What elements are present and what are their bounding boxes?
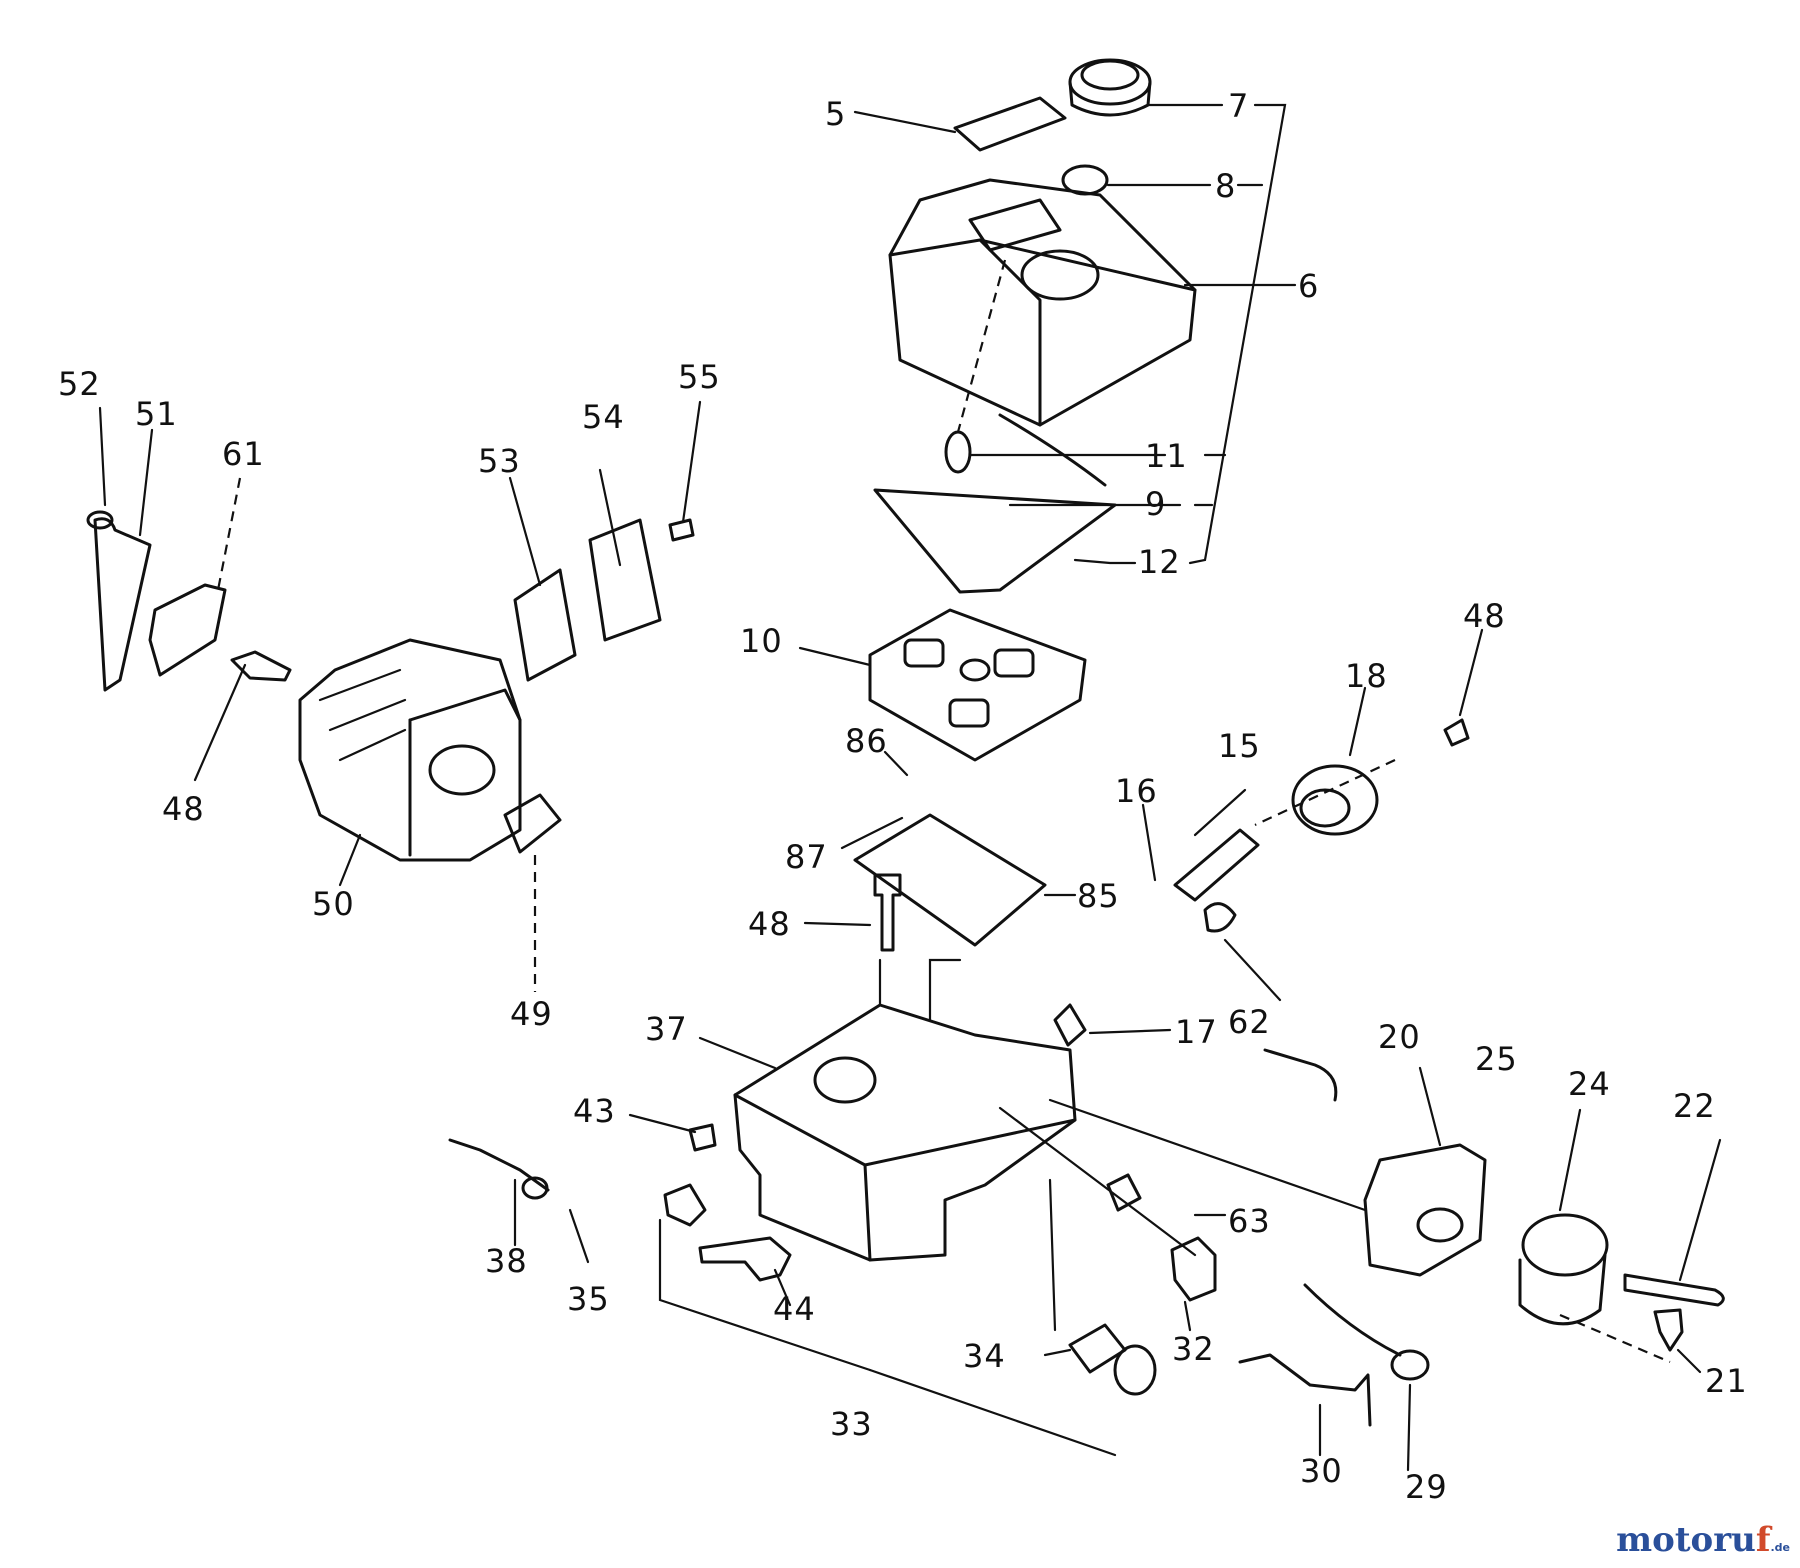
part-label: 52 [58,365,101,403]
part-label: 38 [485,1242,528,1280]
bolt-22-part [1623,1273,1725,1307]
part-label: 29 [1405,1468,1448,1506]
screw-43-part [688,1123,717,1152]
decal-plate-part [953,96,1067,152]
rod-30-part [1238,1353,1372,1427]
part-label: 16 [1115,772,1158,810]
bracket-arm-part [93,517,152,692]
watermark-logo: motoruf.de [1616,1520,1790,1560]
fuel-line-part [1263,1048,1338,1102]
switch-part [663,1183,707,1227]
part-label: 32 [1172,1330,1215,1368]
bolt-48-left-part [230,650,292,682]
part-label: 6 [1298,267,1319,305]
sleeve-part [1203,902,1237,933]
part-label: 50 [312,885,355,923]
part-label: 12 [1138,543,1181,581]
screw-55-part [668,518,695,542]
part-label: 8 [1215,167,1236,205]
part-label: 48 [162,790,205,828]
cover-gasket-part [873,488,1117,594]
bolt-52-part [86,510,114,530]
part-label: 55 [678,358,721,396]
part-label: 53 [478,442,521,480]
part-label: 21 [1705,1362,1748,1400]
part-label: 86 [845,722,888,760]
part-label: 33 [830,1405,873,1443]
muffler-gasket-part [503,793,562,854]
part-label: 54 [582,398,625,436]
part-label: 51 [135,395,178,433]
watermark-main: motoru [1616,1520,1756,1560]
part-label: 25 [1475,1040,1518,1078]
part-label: 44 [773,1290,816,1328]
part-label: 15 [1218,727,1261,765]
adjust-screw-part [1173,828,1260,902]
carburetor-part [1363,1143,1487,1277]
part-labels: 5 7 8 6 52 51 61 55 54 53 11 9 12 10 48 … [58,87,1748,1506]
part-label: 7 [1228,87,1249,125]
leader-lines [98,103,1722,1472]
spark-screen-part [513,568,577,682]
gasket-17-part [1053,1003,1087,1047]
part-label: 87 [785,838,828,876]
part-label: 10 [740,622,783,660]
chain-catcher-part [148,583,227,677]
part-label: 35 [567,1280,610,1318]
fuel-cap-part [1068,58,1152,117]
part-label: 24 [1568,1065,1611,1103]
part-label: 85 [1077,877,1120,915]
air-filter-part [868,608,1087,762]
part-label: 43 [573,1092,616,1130]
watermark-suffix: .de [1770,1541,1790,1554]
screw-21-part [1653,1308,1684,1352]
tank-cover-part [888,178,1197,427]
base-plate-part [853,813,1047,947]
knob-part [1113,1344,1157,1396]
muffler-cover-plate-part [588,518,662,642]
part-label: 20 [1378,1018,1421,1056]
part-label: 48 [748,905,791,943]
bracket-32-part [1170,1236,1217,1302]
bolt-48-right-part [1443,718,1470,747]
pulley-part [1291,764,1379,836]
grommet-part [944,413,1107,487]
part-drawings [86,58,1725,1427]
primer-29-part [1303,1283,1430,1381]
part-label: 37 [645,1010,688,1048]
part-label: 34 [963,1337,1006,1375]
part-label: 9 [1145,485,1166,523]
part-label: 62 [1228,1003,1271,1041]
part-label: 61 [222,435,265,473]
part-label: 18 [1345,657,1388,695]
watermark-accent: f [1755,1520,1771,1560]
part-label: 49 [510,995,553,1033]
crankcase-part [733,958,1077,1262]
bolt-48-center-part [873,873,902,952]
part-label: 17 [1175,1013,1218,1051]
part-label: 5 [825,95,846,133]
cable-38-part [448,1138,550,1192]
part-label: 30 [1300,1452,1343,1490]
part-label: 63 [1228,1202,1271,1240]
part-label: 22 [1673,1087,1716,1125]
clip-63-part [1106,1173,1142,1212]
bracket-44-part [698,1236,792,1282]
muffler-part [298,638,522,862]
part-label: 11 [1145,437,1188,475]
part-label: 48 [1463,597,1506,635]
intake-part [1518,1213,1609,1326]
